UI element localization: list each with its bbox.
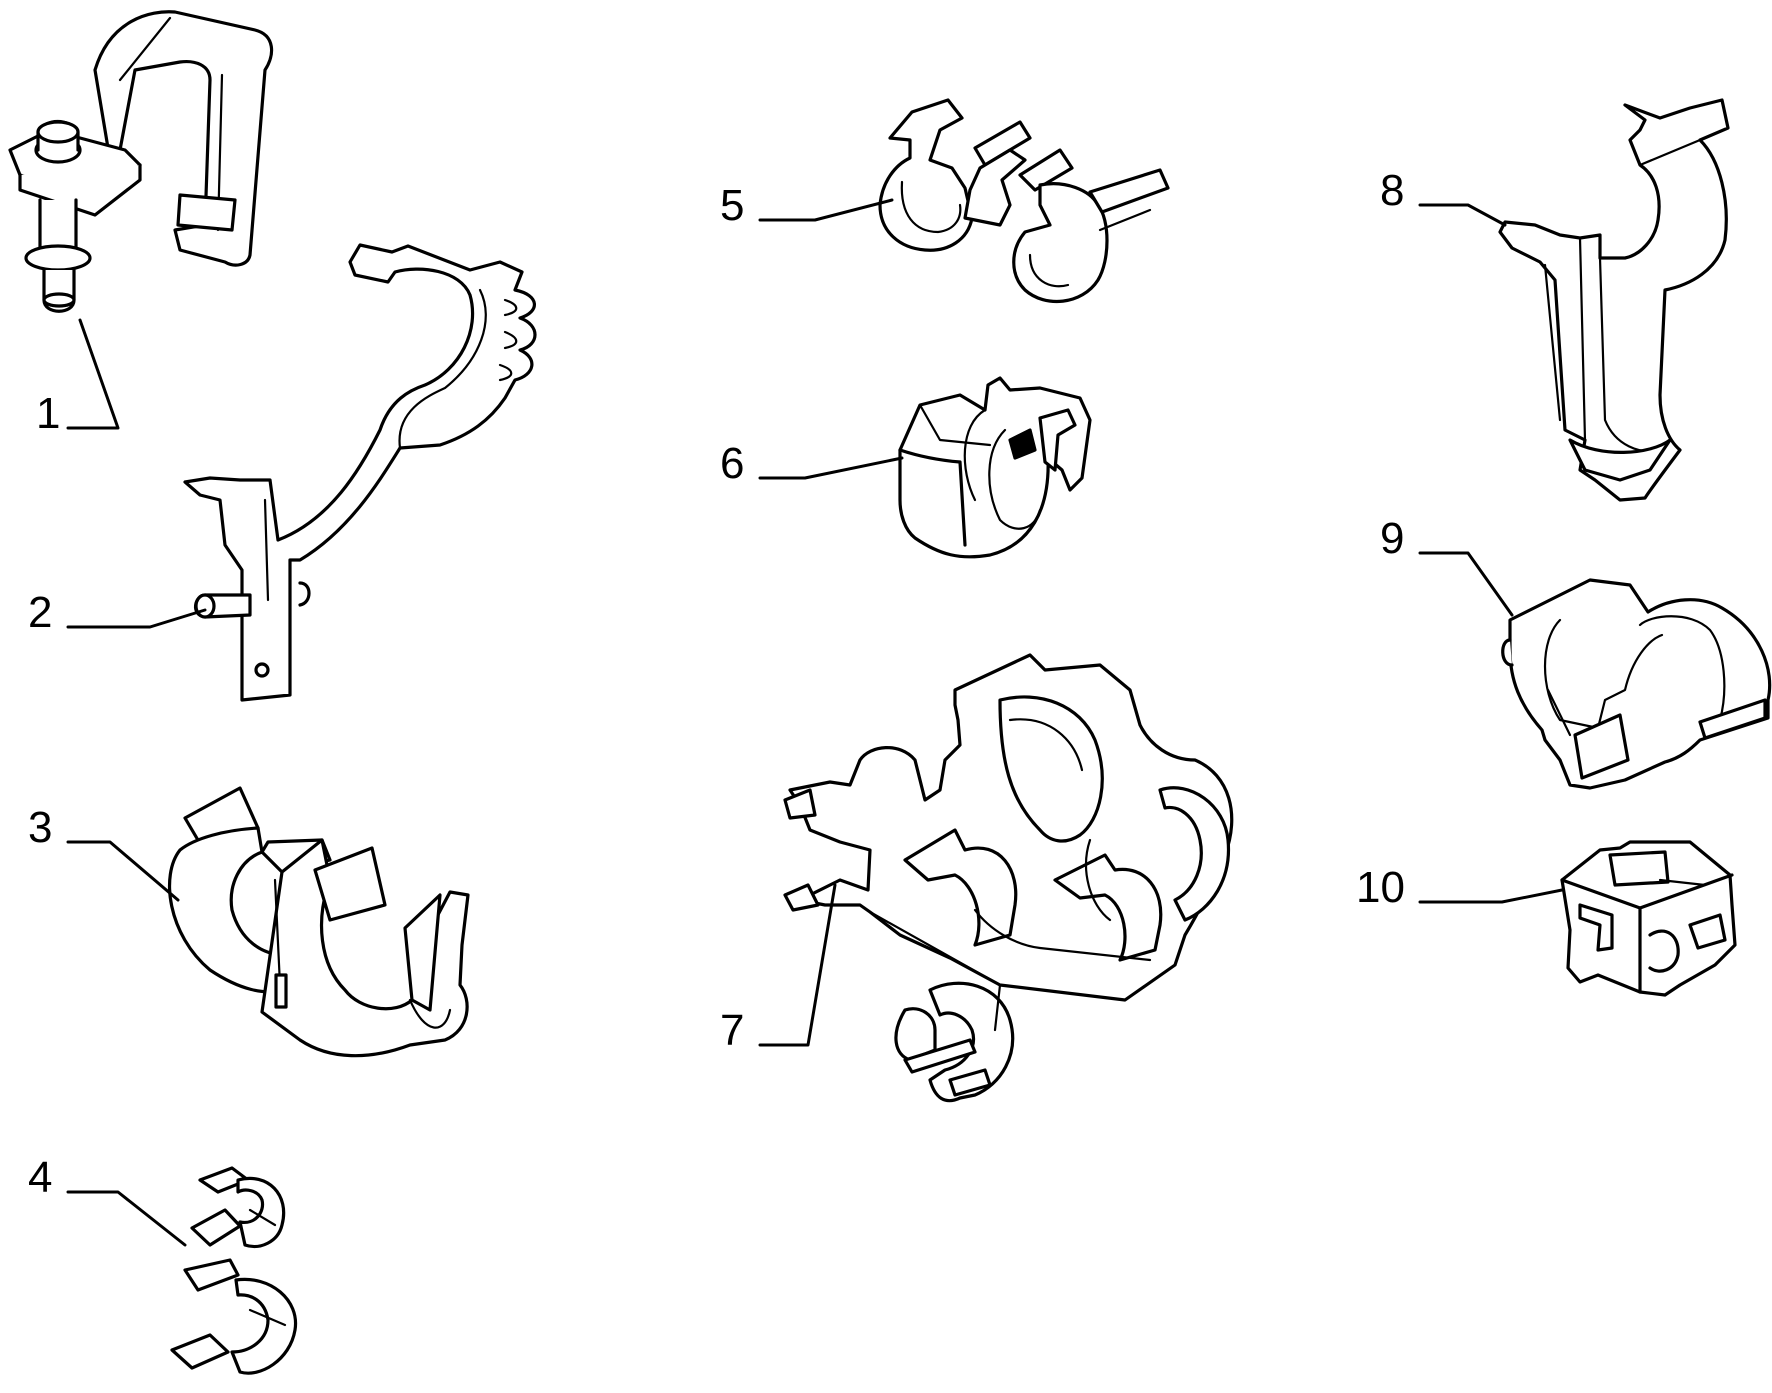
part-3-clip xyxy=(168,786,470,1058)
part-9-clip xyxy=(1501,578,1772,790)
part-7-clip xyxy=(783,653,1234,1103)
callout-10: 10 xyxy=(1356,863,1405,912)
part-6-clip xyxy=(898,376,1092,559)
callout-3: 3 xyxy=(28,803,52,852)
callout-2: 2 xyxy=(28,588,52,637)
leader-3 xyxy=(66,840,180,902)
leader-1 xyxy=(66,318,120,430)
leader-5 xyxy=(758,198,894,222)
leader-6 xyxy=(758,456,904,480)
part-8-clip xyxy=(1498,98,1730,502)
callout-5: 5 xyxy=(720,181,744,230)
leader-2 xyxy=(66,608,207,629)
callout-labels: 1 2 3 4 5 6 7 8 9 10 xyxy=(28,166,1405,1202)
part-1-bracket xyxy=(8,10,274,313)
part-4-clip xyxy=(170,1166,298,1375)
callout-9: 9 xyxy=(1380,514,1404,563)
leader-8 xyxy=(1418,203,1507,227)
part-2-bracket xyxy=(183,243,537,702)
callout-7: 7 xyxy=(720,1006,744,1055)
part-5-clip xyxy=(878,98,1170,304)
callout-8: 8 xyxy=(1380,166,1404,215)
leader-9 xyxy=(1418,551,1514,617)
leader-lines xyxy=(66,198,1564,1247)
leader-7 xyxy=(758,883,837,1047)
part-10-clip xyxy=(1560,840,1737,997)
callout-1: 1 xyxy=(36,389,60,438)
leader-10 xyxy=(1418,888,1564,904)
callout-6: 6 xyxy=(720,439,744,488)
callout-4: 4 xyxy=(28,1153,52,1202)
leader-4 xyxy=(66,1190,187,1247)
